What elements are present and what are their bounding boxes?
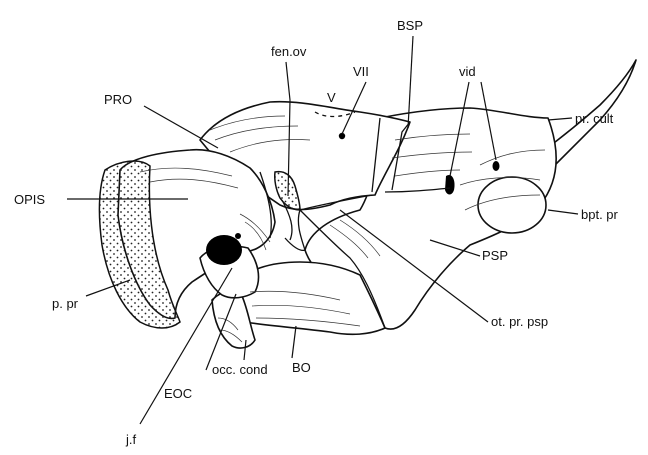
label-ot-pr-psp: ot. pr. psp [491, 314, 548, 329]
label-bo: BO [292, 360, 311, 375]
label-fen-ov: fen.ov [271, 44, 307, 59]
label-vid: vid [459, 64, 476, 79]
label-pr-cult: pr. cult [575, 111, 614, 126]
basipterygoid-process [478, 177, 546, 233]
label-bpt-pr: bpt. pr [581, 207, 619, 222]
small-foramen [235, 233, 241, 239]
label-pro: PRO [104, 92, 132, 107]
label-v: V [327, 90, 336, 105]
label-opis: OPIS [14, 192, 45, 207]
label-psp: PSP [482, 248, 508, 263]
label-j-f: j.f [125, 432, 137, 447]
label-bsp: BSP [397, 18, 423, 33]
jugular-foramen [206, 235, 242, 265]
label-p-pr: p. pr [52, 296, 79, 311]
vidian-foramen-2 [493, 161, 500, 171]
label-eoc: EOC [164, 386, 192, 401]
label-occ-cond: occ. cond [212, 362, 268, 377]
label-vii: VII [353, 64, 369, 79]
